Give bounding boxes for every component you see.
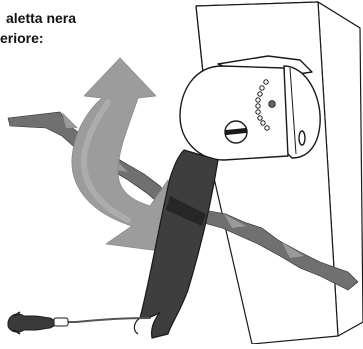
hinge-bracket: [179, 55, 321, 161]
adjustment-holes: [255, 79, 276, 131]
dark-strap: [133, 149, 219, 339]
panel-front-face: [195, 1, 339, 345]
caption-line-2: eriore:: [0, 30, 44, 46]
panel-frame: [195, 1, 363, 345]
caption-line-1: aletta nera: [6, 10, 77, 26]
buckle-icon: [7, 311, 69, 335]
instruction-caption: aletta nera eriore:: [0, 8, 76, 48]
rotate-arrow-icon: [71, 57, 183, 255]
screw-icon: [224, 120, 248, 144]
hole-icon: [298, 130, 306, 146]
